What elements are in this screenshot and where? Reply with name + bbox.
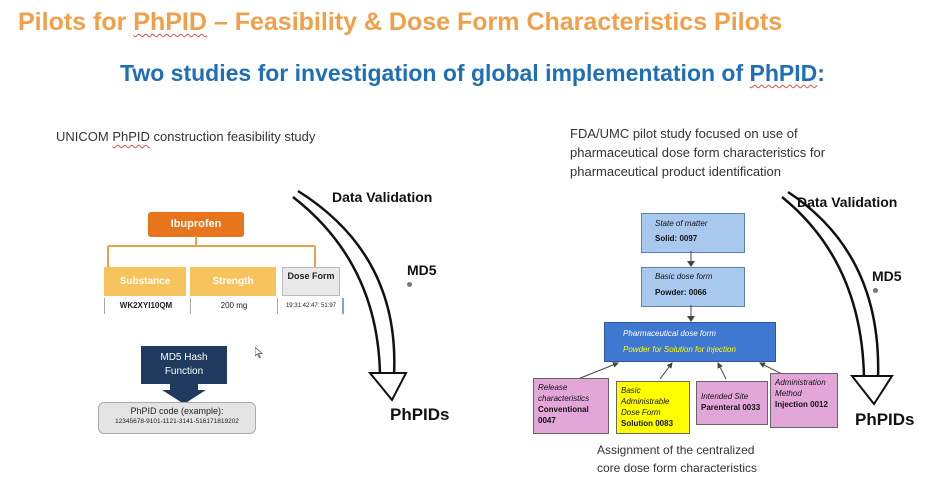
arrow-state-to-basic xyxy=(687,251,695,267)
right-md5-label: MD5 xyxy=(872,268,902,284)
basic-dose-form-title: Basic dose form xyxy=(655,272,713,281)
phpid-code-box: PhPID code (example): 12345678-9101-1121… xyxy=(98,402,256,434)
arrow-basic-to-pharm xyxy=(687,305,695,322)
pharm-dose-form-title: Pharmaceutical dose form xyxy=(623,329,716,338)
phpid-code-value: 12345678-9101-1121-3141-516171819202 xyxy=(115,418,239,425)
basic-dose-form-box: Basic dose form Powder: 0066 xyxy=(641,267,745,307)
ibuprofen-box: Ibuprofen xyxy=(148,212,244,237)
dose-form-header: Dose Form xyxy=(282,267,340,296)
basic-administrable-dose-form-box: Basic Administrable Dose Form Solution 0… xyxy=(616,381,690,434)
right-phpids-label: PhPIDs xyxy=(855,410,915,429)
assignment-caption: Assignment of the centralized core dose … xyxy=(597,443,758,475)
strength-header: Strength xyxy=(190,267,276,296)
intended-site-box: Intended Site Parenteral 0033 xyxy=(696,381,768,425)
administration-method-box: Administration Method Injection 0012 xyxy=(770,373,838,428)
strength-value: 200 mg xyxy=(190,298,278,314)
left-data-validation-label: Data Validation xyxy=(332,189,433,205)
left-curved-arrow xyxy=(292,189,408,402)
right-curved-arrow xyxy=(781,190,894,406)
md5-hash-box: MD5 Hash Function xyxy=(141,346,227,384)
state-of-matter-box: State of matter Solid: 0097 xyxy=(641,213,745,253)
right-md5-dot xyxy=(873,288,878,293)
phpid-code-title: PhPID code (example): xyxy=(130,406,224,416)
right-caption: FDA/UMC pilot study focused on use of ph… xyxy=(570,126,826,179)
left-md5-dot xyxy=(407,282,412,287)
left-phpids-label: PhPIDs xyxy=(390,405,450,424)
release-characteristics-box: Release characteristics Conventional 004… xyxy=(533,378,609,434)
left-md5-label: MD5 xyxy=(407,262,437,278)
mouse-cursor-icon xyxy=(255,347,263,358)
substance-value: WK2XYI10QM xyxy=(104,298,187,314)
basic-dose-form-value: Powder: 0066 xyxy=(655,288,707,297)
page-title: Pilots for PhPID – Feasibility & Dose Fo… xyxy=(18,8,783,36)
substance-header: Substance xyxy=(104,267,186,296)
right-data-validation-label: Data Validation xyxy=(797,194,898,210)
dose-form-value: 19:31:42:47: 51:97 xyxy=(280,298,344,314)
state-of-matter-title: State of matter xyxy=(655,219,708,228)
left-caption: UNICOM PhPID construction feasibility st… xyxy=(56,129,316,144)
hash-arrow xyxy=(162,382,206,404)
pharm-dose-form-box: Pharmaceutical dose form Powder for Solu… xyxy=(604,322,776,362)
pharm-dose-form-value: Powder for Solution for injection xyxy=(623,345,736,354)
state-of-matter-value: Solid: 0097 xyxy=(655,234,698,243)
page-subtitle: Two studies for investigation of global … xyxy=(120,60,825,86)
bracket-lines xyxy=(107,236,316,268)
